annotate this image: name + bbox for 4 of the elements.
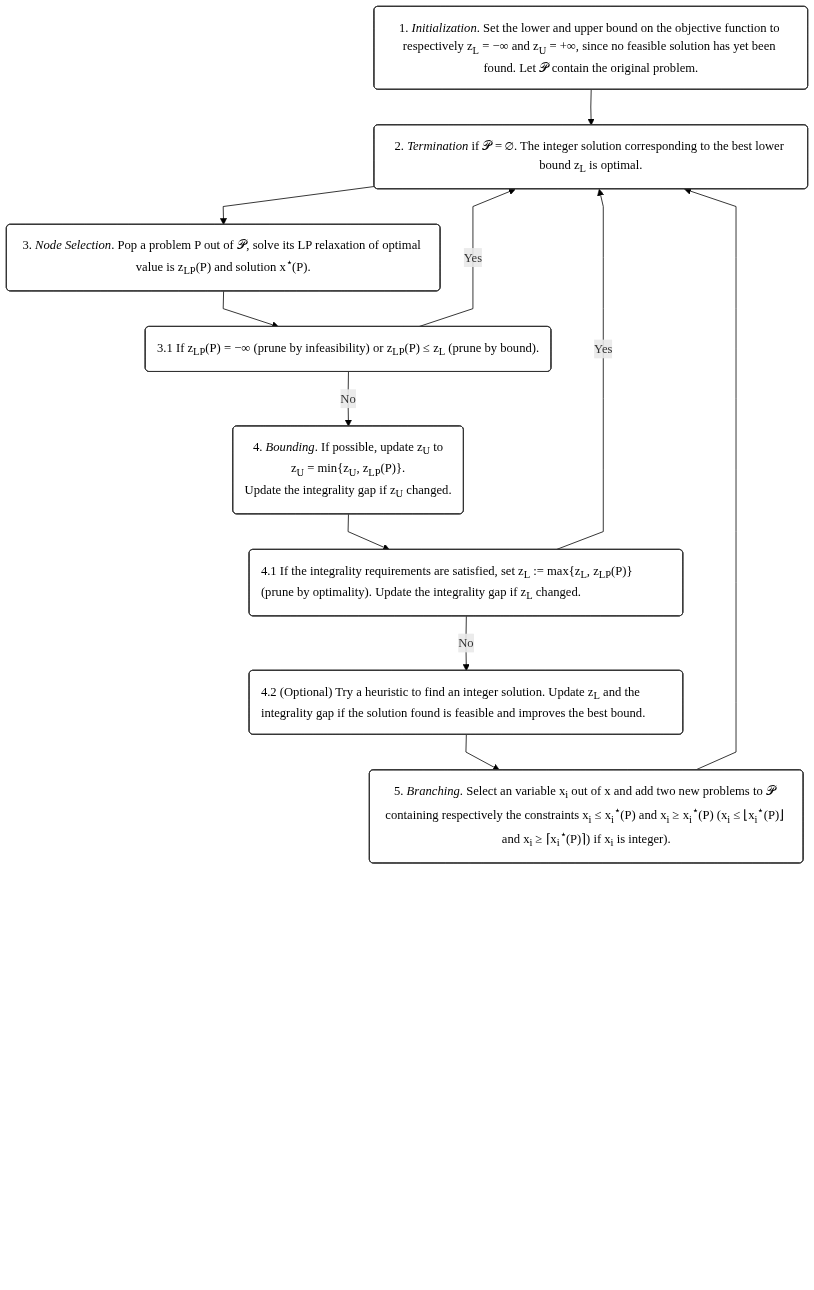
edge-label: Yes	[463, 250, 483, 264]
edge-label: No	[458, 635, 474, 650]
edge-label: No	[340, 391, 356, 405]
edge-label: Yes	[594, 341, 613, 356]
